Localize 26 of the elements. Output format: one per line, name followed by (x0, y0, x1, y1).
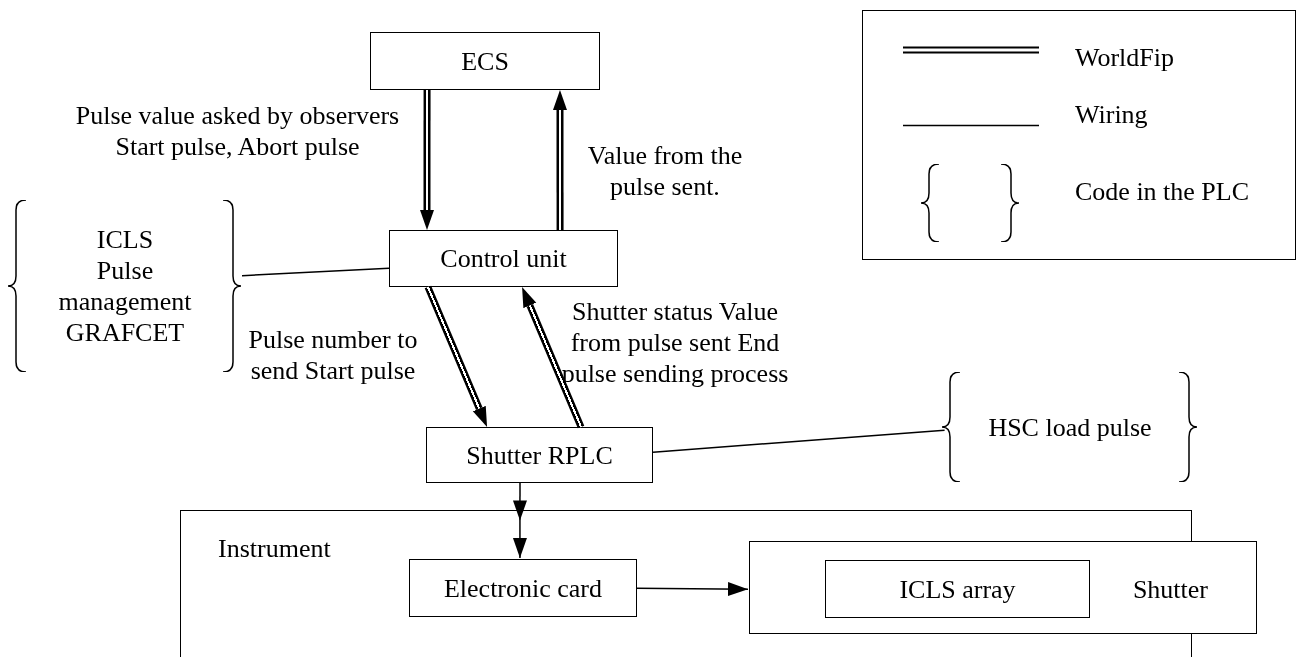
process-box: Electronic card (409, 559, 637, 617)
arrow (635, 582, 749, 597)
edge-label: Pulse number to send Start pulse (247, 324, 419, 386)
edge-label: Value from the pulse sent. (586, 140, 744, 202)
edge-label: Pulse value asked by observers Start pulse, Abort pulse (74, 100, 401, 162)
legend-text: Code in the PLC (1075, 176, 1250, 207)
code-text: HSC load pulse (988, 411, 1152, 443)
process-box: Control unit (389, 230, 618, 287)
process-box: ECS (370, 32, 600, 90)
legend-text: WorldFip (1075, 42, 1175, 73)
box-title: Shutter (1132, 574, 1208, 605)
double-arrow (424, 285, 488, 427)
connector-line (652, 429, 946, 453)
code-text: Pulse management (57, 255, 193, 317)
process-box: Shutter RPLC (426, 427, 653, 483)
code-text: GRAFCET (65, 317, 185, 348)
double-arrow (420, 90, 434, 230)
code-text: ICLS (96, 224, 154, 255)
double-arrow (522, 287, 585, 429)
arrow (513, 482, 527, 559)
process-box: ICLS array (825, 560, 1090, 618)
connector-line (241, 267, 390, 277)
group-box (749, 541, 1257, 634)
double-arrow (553, 90, 567, 230)
legend-text: Wiring (1075, 99, 1148, 130)
box-title: Instrument (218, 533, 331, 564)
